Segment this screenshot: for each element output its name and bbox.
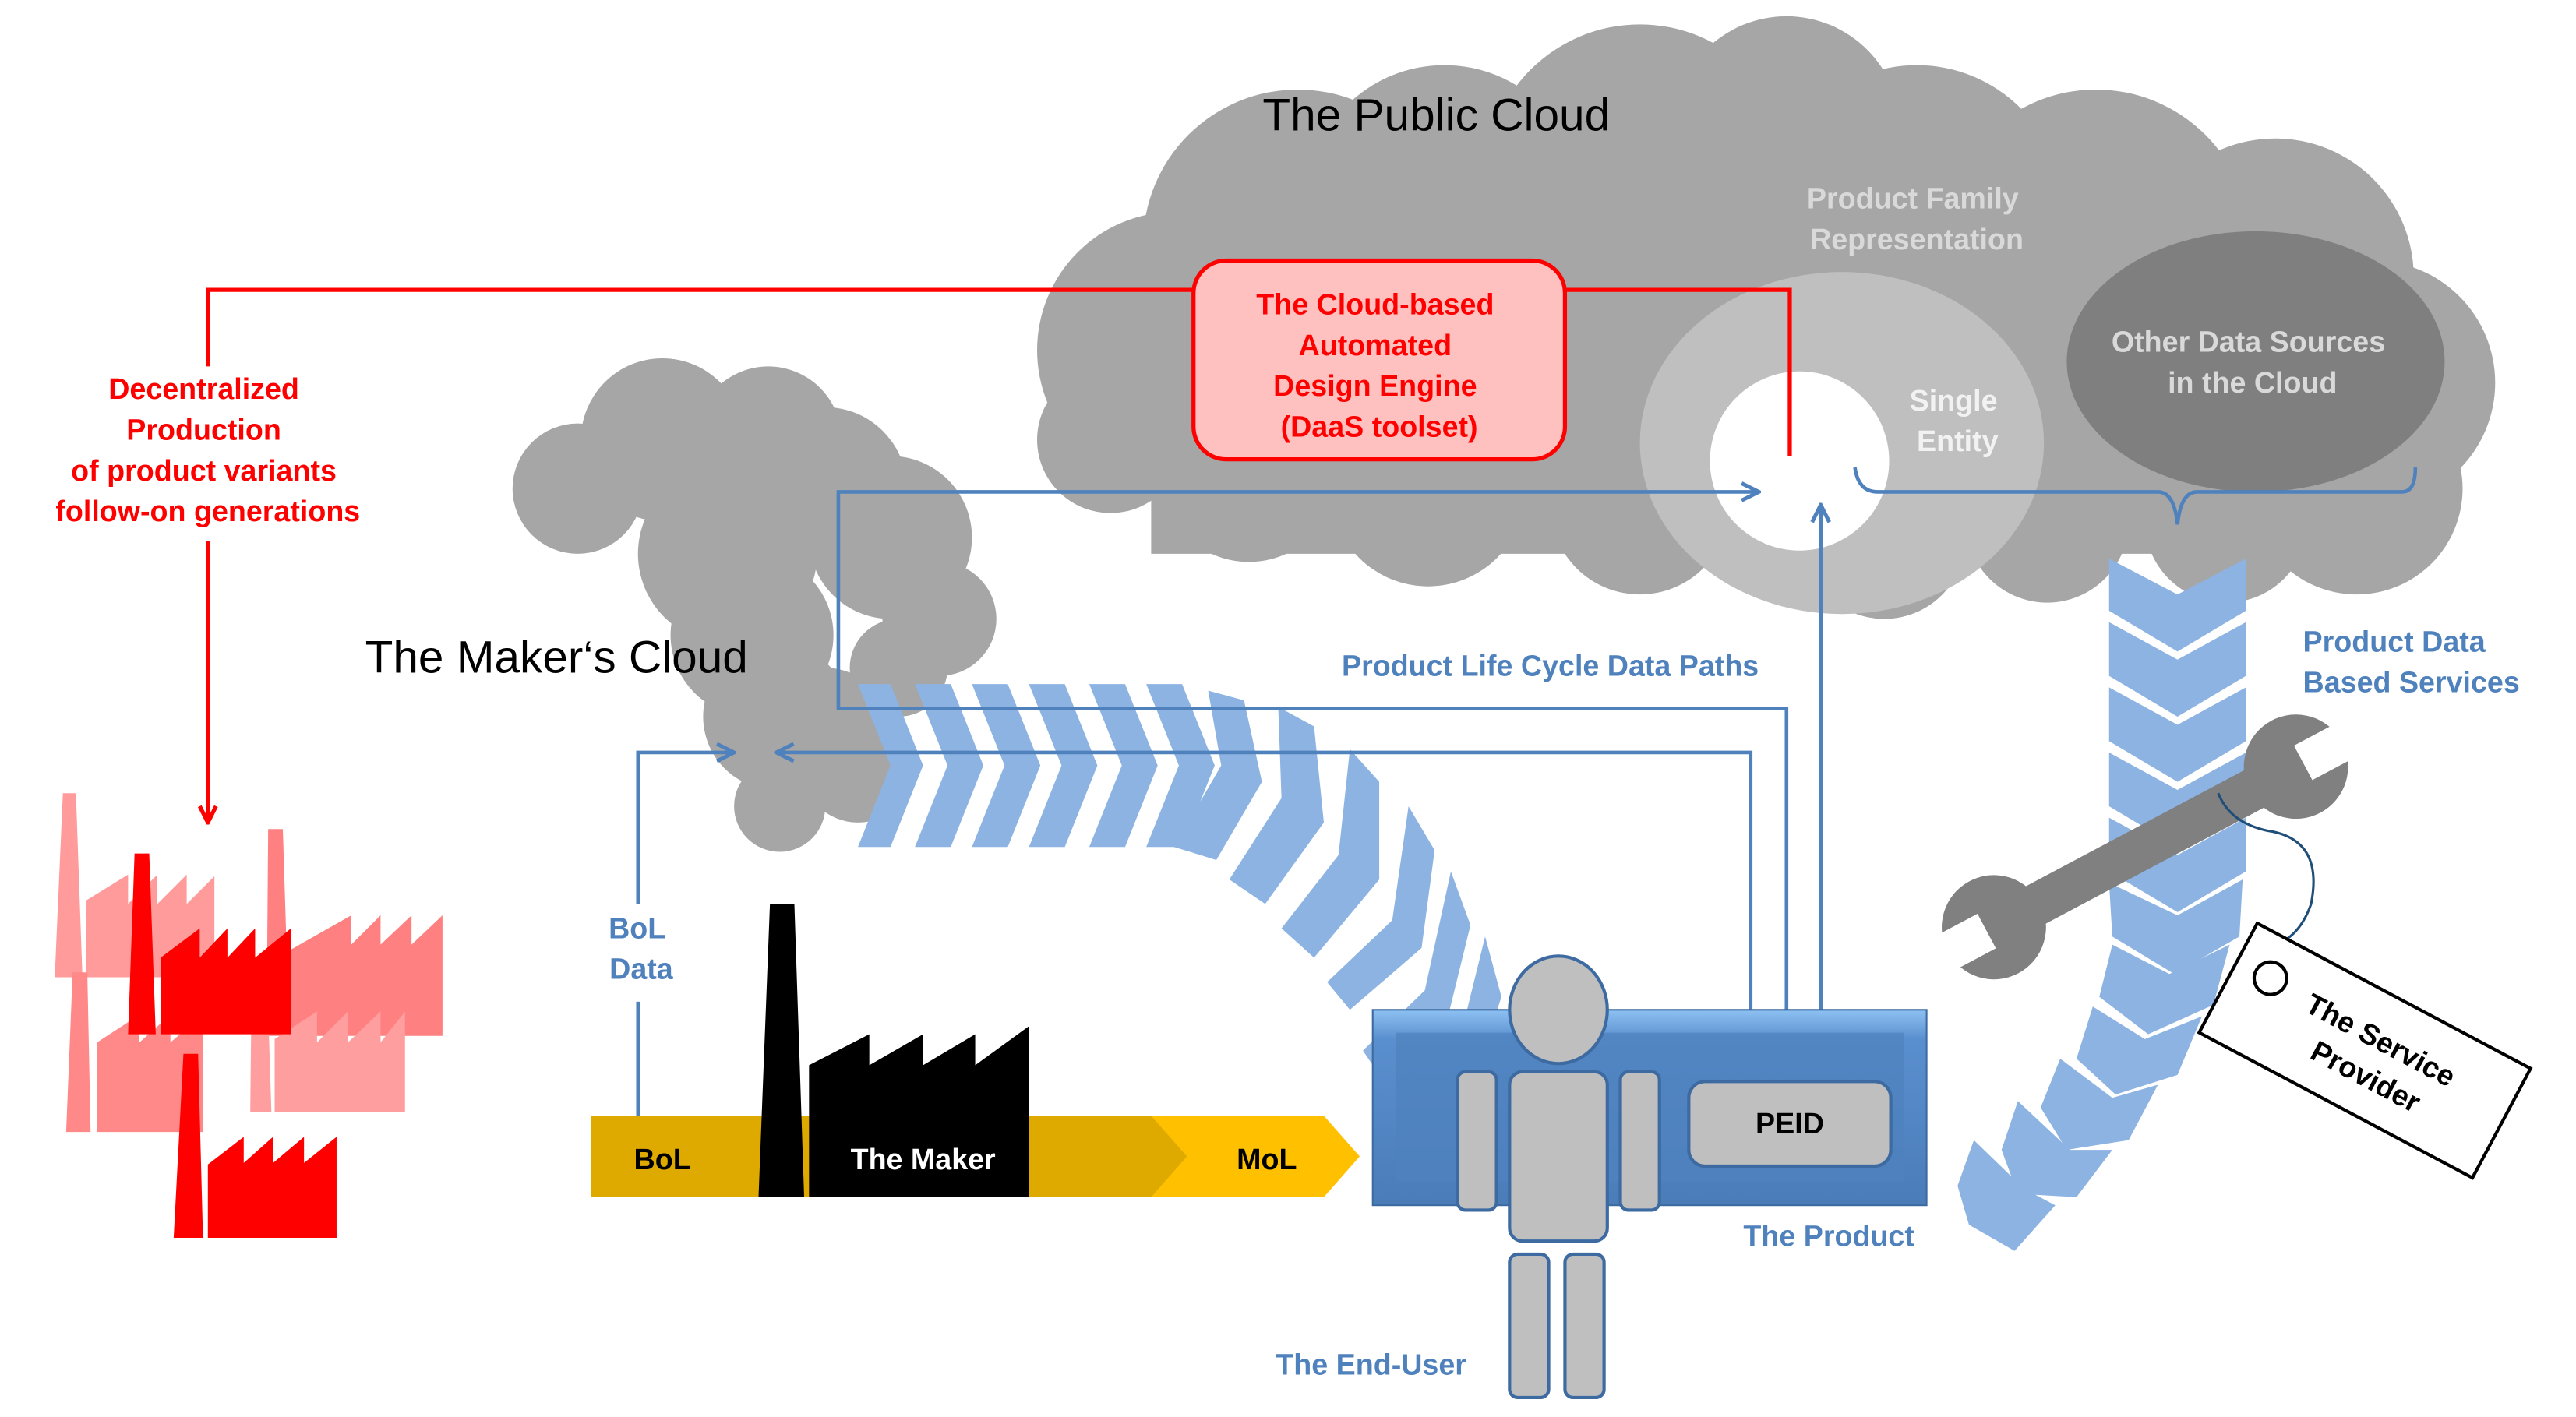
data-paths-label: Product Life Cycle Data Paths — [1342, 650, 1759, 682]
product-family-label: Product Family Representation — [1807, 182, 2027, 256]
design-engine-box[interactable]: The Cloud-based Automated Design Engine … — [1191, 258, 1568, 462]
services-label: Product Data Based Services — [2303, 625, 2520, 698]
end-user-label: The End-User — [1276, 1348, 1466, 1381]
single-entity-label: Single Entity — [1910, 384, 2006, 457]
makers-to-public-line — [836, 492, 1789, 1027]
bol-data-label: BoL Data — [609, 911, 674, 985]
service-provider-tag[interactable]: The Service Provider — [2197, 921, 2533, 1180]
services-chevrons — [1957, 559, 2246, 1251]
product-label: The Product — [1743, 1219, 1914, 1252]
brace — [1853, 467, 2418, 525]
makers-cloud — [512, 358, 997, 852]
peid-box[interactable]: PEID — [1687, 1080, 1893, 1168]
timeline-mol: MoL — [1237, 1143, 1297, 1176]
other-sources-ellipse — [2066, 231, 2445, 492]
svg-text:PEID: PEID — [1756, 1107, 1824, 1140]
wrench-icon — [1920, 714, 2370, 980]
other-data-sources-label: Other Data Sources in the Cloud — [2112, 326, 2394, 399]
design-engine-connector — [206, 287, 1792, 456]
decentralized-production-label: Decentralized Production of product vari… — [55, 372, 360, 527]
decentralized-factories — [55, 793, 443, 1239]
public-cloud-title: The Public Cloud — [1262, 90, 1610, 140]
maker-factory: The Maker — [758, 904, 1029, 1197]
end-user-figure — [1456, 954, 1661, 1400]
makers-cloud-title: The Maker‘s Cloud — [365, 633, 748, 683]
product-to-makers-line — [776, 753, 1753, 1027]
timeline-maker: The Maker — [851, 1143, 996, 1176]
svg-text:The Cloud-based Automate: The Cloud-based Automated Design Engine … — [1256, 288, 1502, 443]
timeline-bol: BoL — [634, 1143, 691, 1176]
product-instance-ellipse — [1710, 371, 1890, 551]
